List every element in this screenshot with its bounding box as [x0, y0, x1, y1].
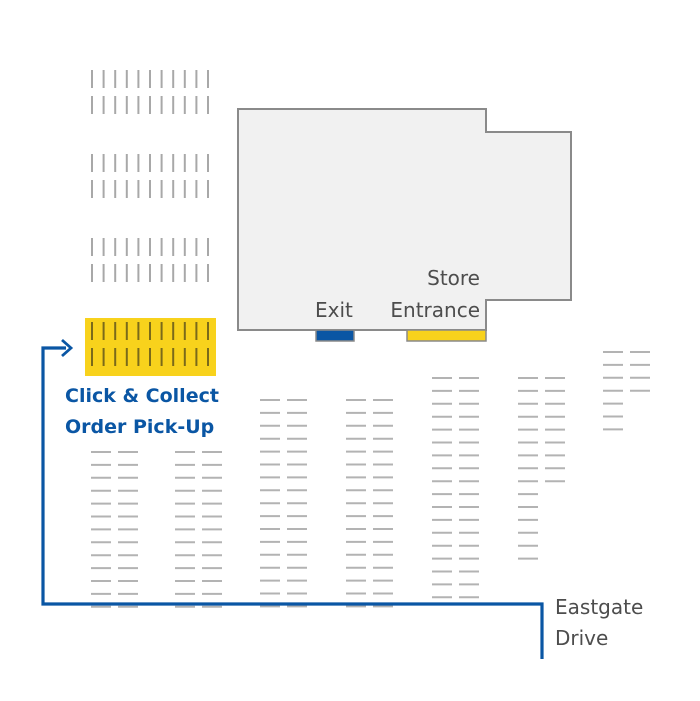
pickup-label-line1: Click & Collect: [65, 385, 219, 407]
store-entrance-label-line1: Store: [427, 266, 480, 290]
route-line: [41, 346, 544, 659]
exit-label: Exit: [315, 298, 353, 322]
parking-stalls-horizontal: [91, 351, 650, 608]
road-label-line1: Eastgate: [555, 595, 644, 619]
store-entrance-door: [406, 329, 487, 342]
arrowhead-right-icon: [61, 338, 74, 358]
road-label-line2: Drive: [555, 626, 609, 650]
store-entrance-label-line2: Entrance: [390, 298, 480, 322]
pickup-label-line2: Order Pick-Up: [65, 416, 215, 438]
parking-stalls-vertical: [91, 70, 209, 366]
exit-door: [315, 329, 355, 342]
